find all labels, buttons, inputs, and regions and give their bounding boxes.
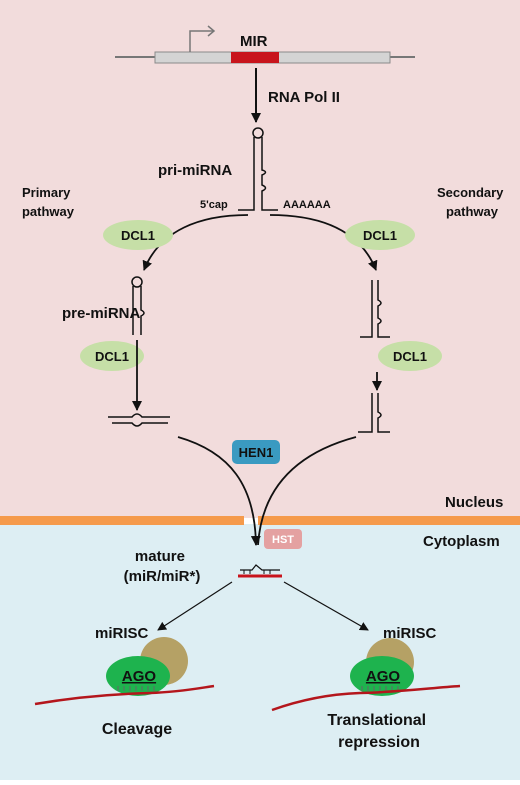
svg-text:HST: HST bbox=[272, 534, 294, 546]
pri-mirna-label: pri-miRNA bbox=[158, 162, 232, 179]
mir-label: MIR bbox=[240, 33, 268, 50]
svg-text:AGO: AGO bbox=[366, 668, 401, 685]
target-mrna-left bbox=[34, 684, 215, 706]
secondary-pathway-arrow bbox=[269, 214, 378, 271]
primary-pathway-arrow bbox=[142, 214, 249, 271]
cleavage-complex: AGO bbox=[34, 637, 215, 706]
primary-duplex-icon bbox=[108, 413, 170, 427]
primary-pathway-label: Primary pathway bbox=[22, 185, 75, 219]
hen1-badge: HEN1 bbox=[232, 440, 280, 464]
secondary-intermediate-icon bbox=[360, 280, 390, 338]
pre-mirna-label: pre-miRNA bbox=[62, 305, 141, 322]
dcl1-secondary-bottom: DCL1 bbox=[378, 341, 442, 371]
svg-text:DCL1: DCL1 bbox=[121, 228, 155, 243]
cleavage-label: Cleavage bbox=[102, 721, 172, 738]
translational-repression-label: Translational repression bbox=[327, 712, 430, 751]
repression-complex: AGO bbox=[271, 638, 461, 712]
nuclear-membrane bbox=[0, 516, 520, 525]
repression-branch-arrow bbox=[283, 581, 369, 631]
polya-label: AAAAAA bbox=[283, 199, 331, 211]
mature-label: mature (miR/miR*) bbox=[124, 548, 201, 585]
svg-text:DCL1: DCL1 bbox=[393, 349, 427, 364]
mir-gene bbox=[115, 51, 415, 64]
svg-text:HEN1: HEN1 bbox=[239, 445, 274, 460]
svg-text:AGO: AGO bbox=[122, 668, 157, 685]
svg-text:DCL1: DCL1 bbox=[363, 228, 397, 243]
target-mrna-right bbox=[271, 684, 461, 712]
primary-convergence-arrow bbox=[177, 436, 261, 546]
secondary-pathway-label: Secondary pathway bbox=[437, 185, 507, 219]
svg-text:DCL1: DCL1 bbox=[95, 349, 129, 364]
cytoplasm-region bbox=[0, 524, 520, 780]
mirisc-label-right: miRISC bbox=[383, 625, 437, 642]
hst-badge: HST bbox=[264, 529, 302, 549]
secondary-convergence-arrow bbox=[257, 436, 357, 546]
cleavage-branch-arrow bbox=[157, 581, 233, 631]
rna-pol-ii-label: RNA Pol II bbox=[268, 89, 340, 106]
secondary-duplex-icon bbox=[358, 393, 390, 433]
dcl1-secondary-top: DCL1 bbox=[345, 220, 415, 250]
tss-arrow-icon bbox=[189, 25, 216, 52]
dcl1-primary-bottom: DCL1 bbox=[80, 341, 144, 371]
mirisc-label-left: miRISC bbox=[95, 625, 149, 642]
nucleus-region bbox=[0, 0, 520, 518]
cytoplasm-label: Cytoplasm bbox=[423, 533, 500, 550]
mir-exon bbox=[231, 52, 279, 63]
nucleus-label: Nucleus bbox=[445, 494, 503, 511]
dcl1-primary-top: DCL1 bbox=[103, 220, 173, 250]
pre-mirna-hairpin-icon bbox=[131, 276, 145, 335]
pri-mirna-hairpin-icon bbox=[238, 127, 278, 211]
mature-duplex-icon bbox=[238, 564, 282, 578]
cap-label: 5'cap bbox=[200, 199, 228, 211]
